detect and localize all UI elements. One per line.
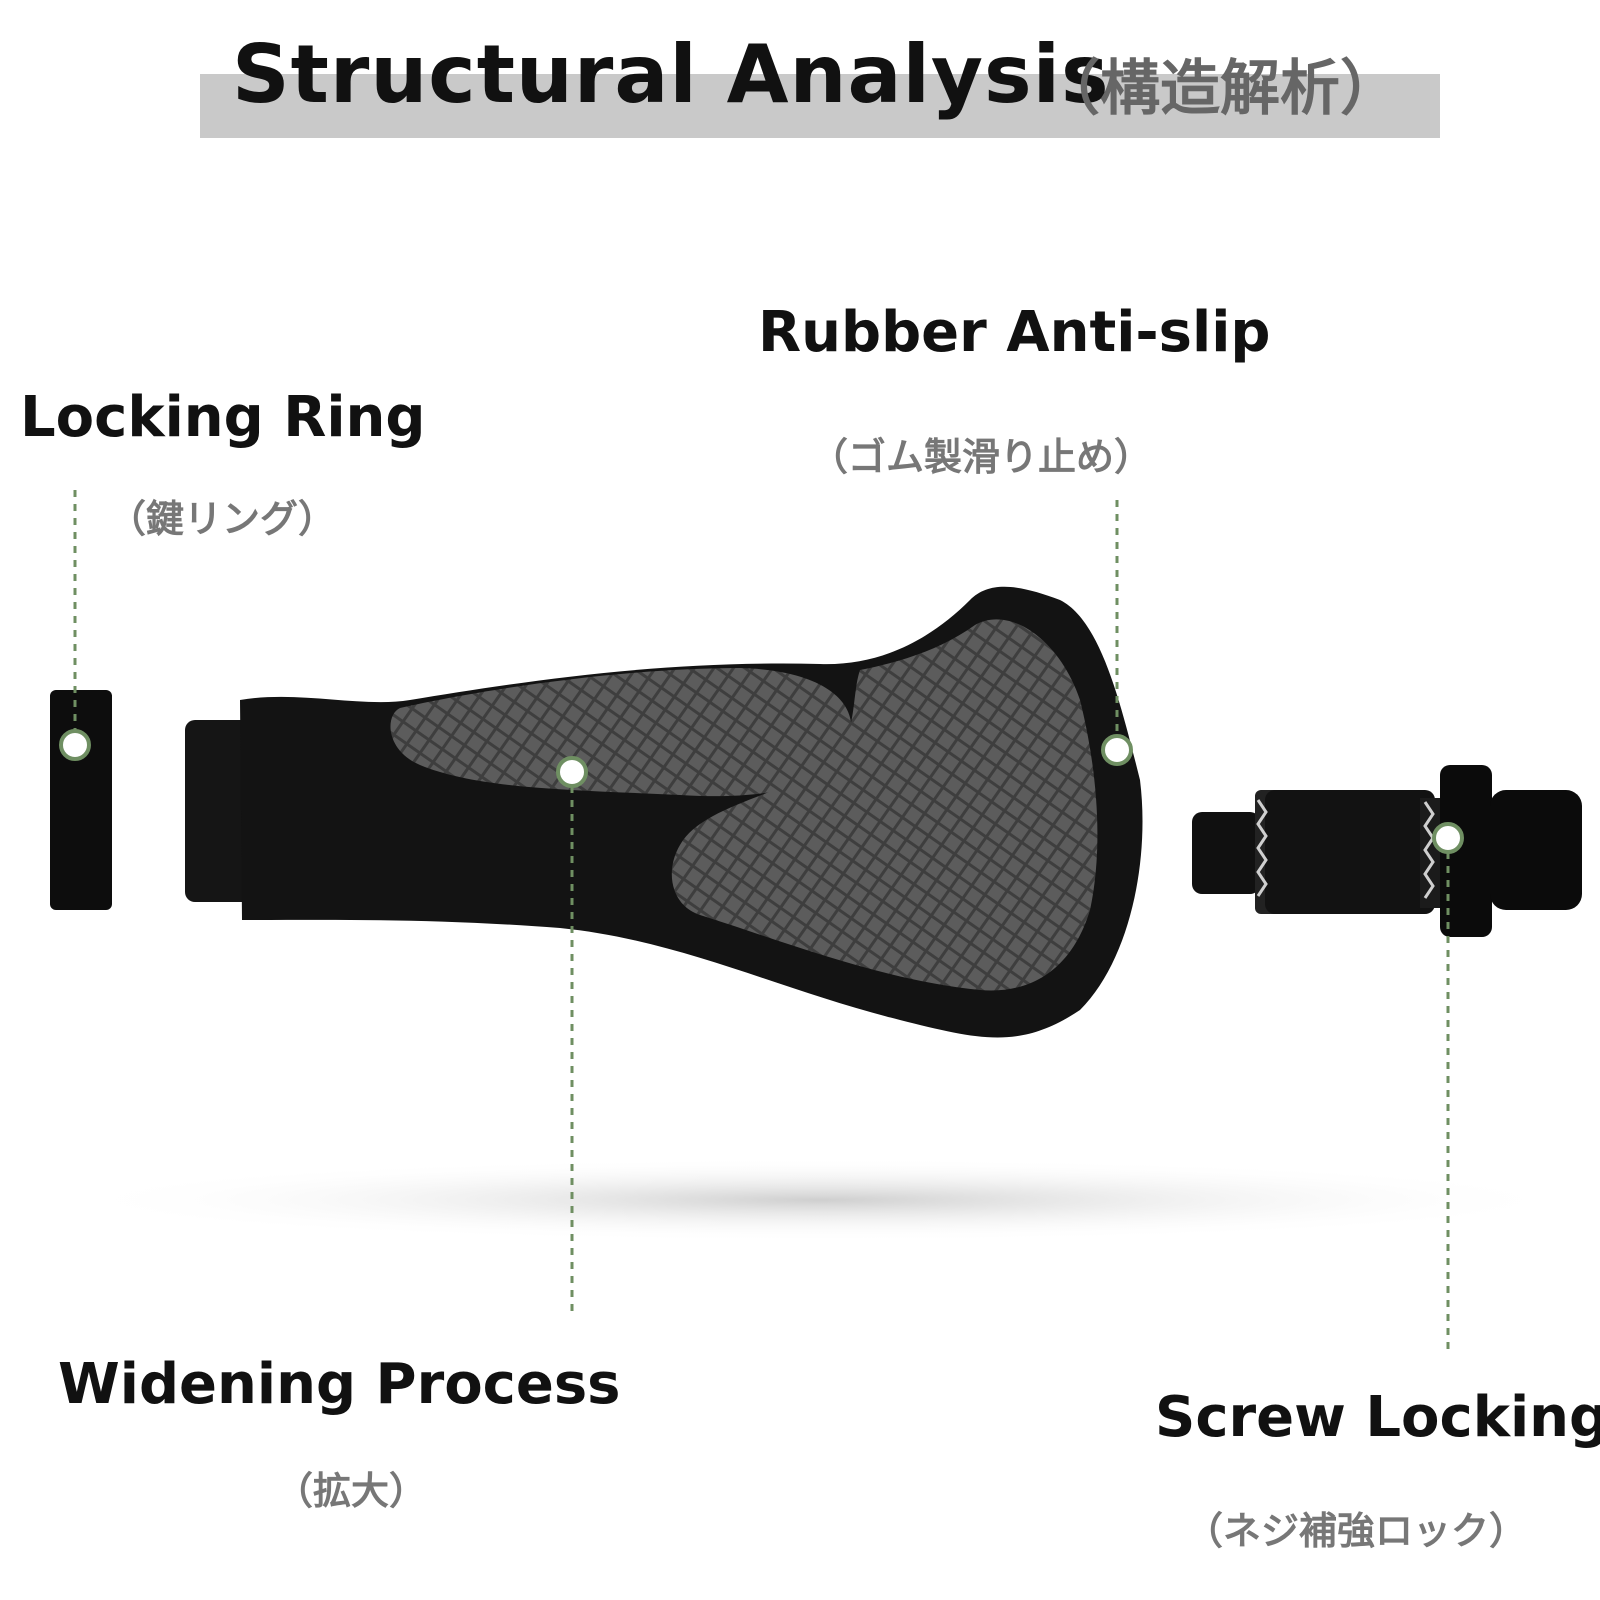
- label-rubber-anti-slip: Rubber Anti-slip: [758, 300, 1271, 365]
- callout-dot-widening-process: [556, 756, 588, 788]
- grip-part: [185, 586, 1143, 1038]
- sub-screw-locking: （ネジ補強ロック）: [1185, 1509, 1528, 1553]
- page-title: Structural Analysis: [232, 28, 1110, 121]
- screw-locking-part: [1192, 765, 1582, 937]
- callout-dot-locking-ring: [59, 729, 91, 761]
- label-widening-process: Widening Process: [58, 1352, 621, 1417]
- sub-widening-process: （拡大）: [275, 1469, 428, 1513]
- label-screw-locking: Screw Locking: [1155, 1385, 1600, 1450]
- callout-dot-screw-locking: [1432, 822, 1464, 854]
- locking-ring-part: [50, 690, 112, 910]
- sub-rubber-anti-slip: （ゴム製滑り止め）: [810, 435, 1153, 479]
- sub-locking-ring: （鍵リング）: [108, 497, 337, 541]
- page-title-jp: （構造解析）: [1040, 54, 1400, 124]
- title-highlight-bar: [200, 74, 1440, 138]
- floor-shadow: [60, 1158, 1580, 1242]
- label-locking-ring: Locking Ring: [20, 385, 426, 450]
- callout-dot-rubber-anti-slip: [1101, 734, 1133, 766]
